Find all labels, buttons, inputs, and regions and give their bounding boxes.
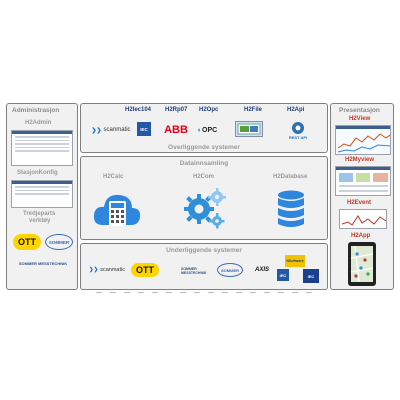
iec-logo-bottom: IEC <box>277 269 289 281</box>
baseline-divider <box>96 292 316 293</box>
h2opc-label: H2Opc <box>199 107 219 113</box>
h2iec104-label: H2Iec104 <box>125 107 152 113</box>
h2file-label: H2File <box>244 107 263 113</box>
h2event-screenshot <box>339 209 387 229</box>
sommer-oval-logo: SOMMER <box>45 234 73 250</box>
h2admin-screenshot <box>11 130 73 166</box>
presentasjon-panel: Presentasjon H2View H2Myview H2Event H2A… <box>330 103 394 290</box>
datainnsamling-title: Datainnsamling <box>179 160 229 167</box>
file-icon <box>235 121 263 137</box>
h2myview-screenshot <box>335 166 391 196</box>
gears-icon <box>179 185 231 231</box>
sommer-messtechnik-logo-bottom: SOMMER MESSTECHNIK <box>181 267 207 275</box>
rest-api-icon: REST API <box>285 119 311 141</box>
verktoy-label: verktøy <box>29 218 51 224</box>
h2myview-label: H2Myview <box>345 157 375 163</box>
h2admin-label: H2Admin <box>25 120 52 126</box>
stasjonkonfig-screenshot <box>11 180 73 208</box>
phone-map-icon <box>348 242 376 286</box>
h2calc-label: H2Calc <box>103 174 124 180</box>
scanmatic-logo-bottom: ❯❯scanmatic <box>89 267 125 273</box>
opc-logo: ◖OPC <box>196 126 218 134</box>
h2com-label: H2Com <box>193 174 215 180</box>
administrasjon-title: Administrasjon <box>12 107 60 114</box>
nsoftware-logo: NSoftware <box>285 255 305 267</box>
sommer-messtechnik-logo: SOMMER MESSTECHNIK <box>18 260 68 266</box>
underliggende-title: Underliggende systemer <box>166 247 242 254</box>
axis-logo: AXIS <box>254 267 269 273</box>
stasjonkonfig-label: StasjonKonfig <box>17 170 58 176</box>
h2api-label: H2Api <box>287 107 305 113</box>
ott-logo-bottom: OTT <box>131 263 159 277</box>
overliggende-title: Overliggende systemer <box>168 144 240 151</box>
cloud-calculator-icon <box>91 185 143 231</box>
h2rp07-label: H2Rp07 <box>165 107 188 113</box>
datainnsamling-panel: Datainnsamling H2Calc H2Com H2Database <box>80 156 328 240</box>
abb-logo: ABB <box>164 123 188 136</box>
underliggende-panel: Underliggende systemer ❯❯scanmatic OTT S… <box>80 243 328 290</box>
database-icon <box>271 187 311 231</box>
tredjeparts-label: Tredjeparts <box>23 211 56 217</box>
ott-logo: OTT <box>13 234 41 250</box>
h2view-label: H2View <box>349 116 371 122</box>
administrasjon-panel: Administrasjon H2Admin StasjonKonfig Tre… <box>6 103 78 290</box>
overliggende-panel: H2Iec104 H2Rp07 H2Opc H2File H2Api ❯❯sca… <box>80 103 328 153</box>
sommer-oval-logo-bottom: SOMMER <box>217 263 243 277</box>
iec-dark-logo: IEC <box>303 269 319 283</box>
h2view-screenshot <box>335 125 391 155</box>
iec-logo: IEC <box>137 122 151 136</box>
h2database-label: H2Database <box>273 174 308 180</box>
presentasjon-title: Presentasjon <box>339 107 380 114</box>
h2event-label: H2Event <box>347 200 372 206</box>
h2app-label: H2App <box>351 233 371 239</box>
scanmatic-logo: ❯❯scanmatic <box>91 127 131 134</box>
